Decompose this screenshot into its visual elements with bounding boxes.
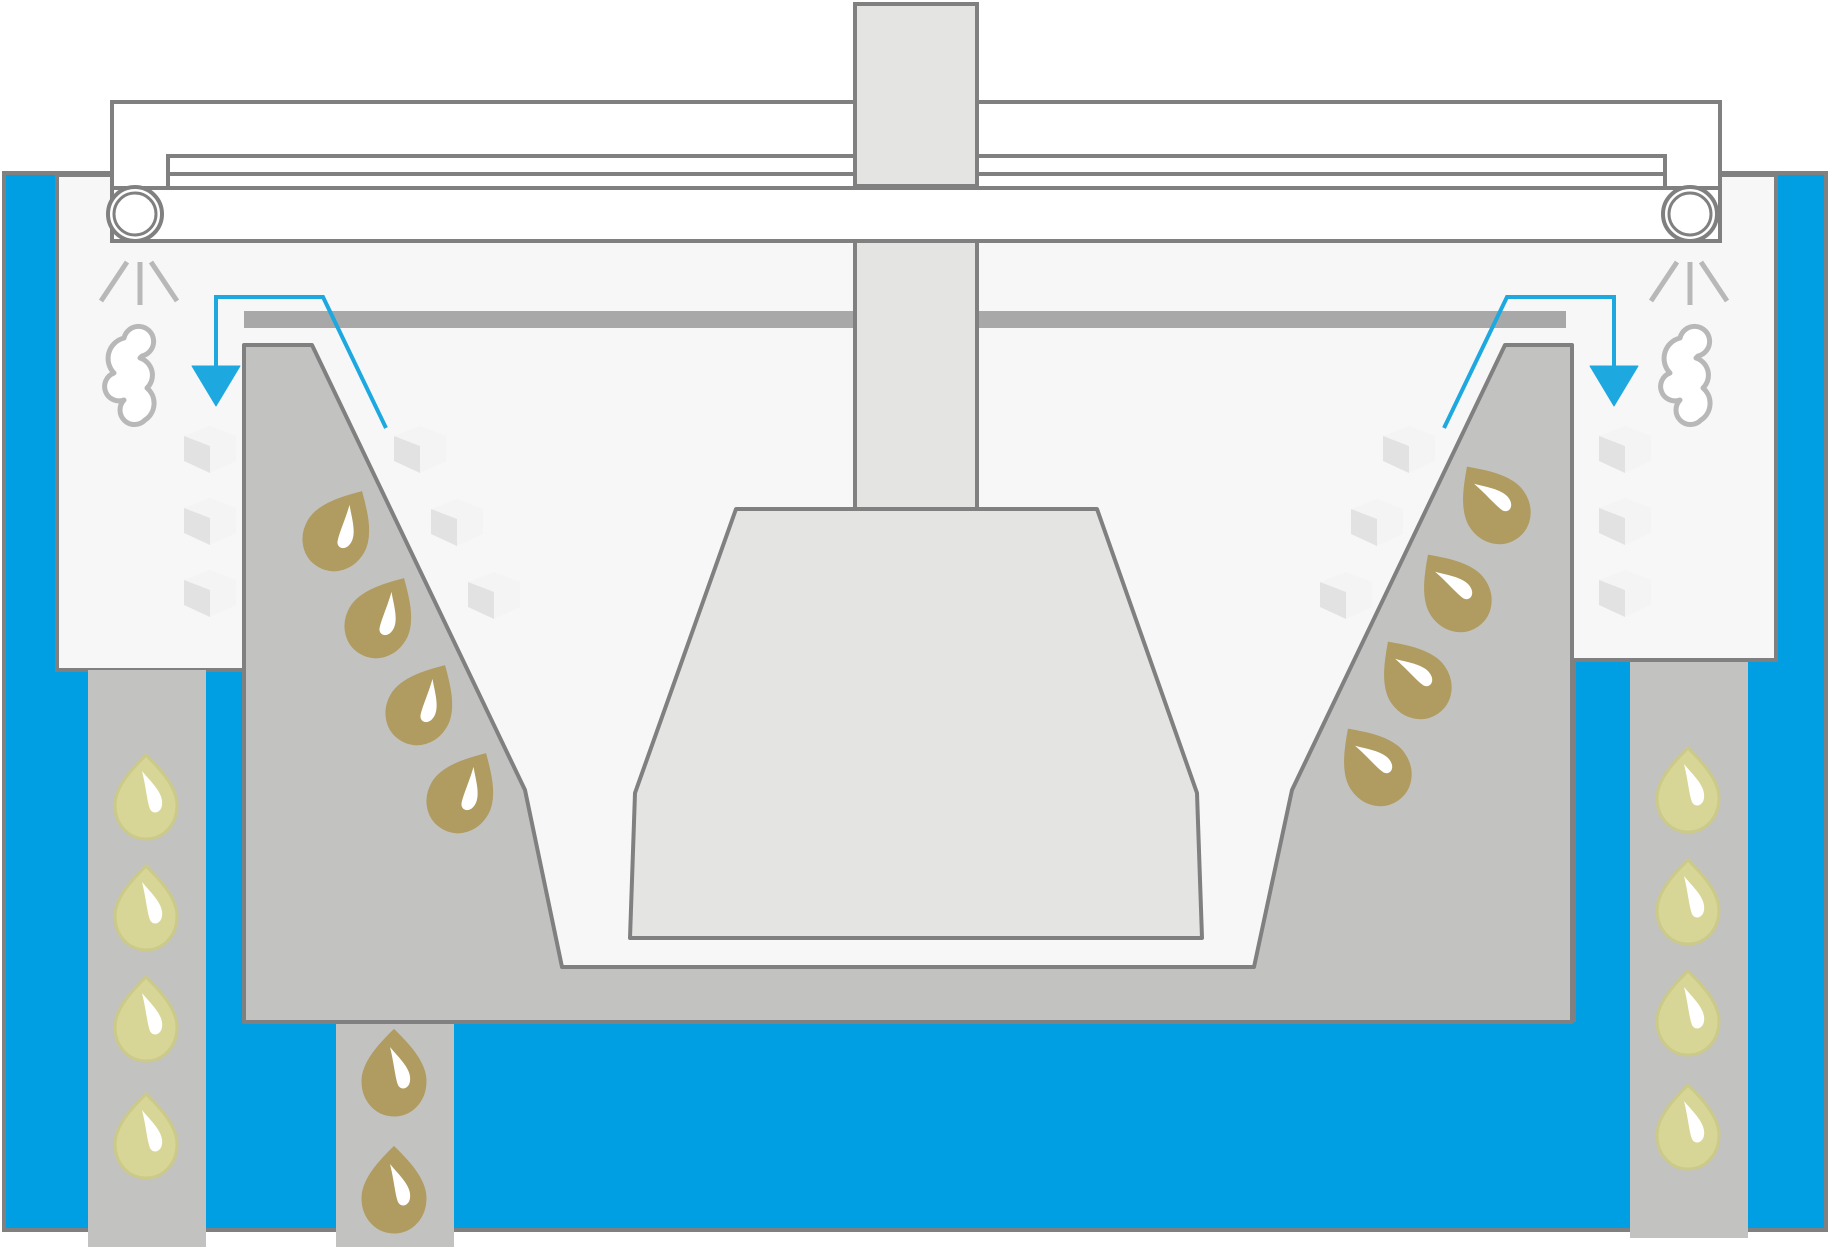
seed-drop-icon bbox=[1424, 554, 1492, 633]
seed-drop-icon bbox=[1384, 641, 1452, 720]
seed-drop-icon bbox=[1655, 968, 1721, 1057]
sugar-cubes bbox=[184, 426, 1651, 619]
seed-drop-icon bbox=[113, 1091, 179, 1180]
seed-drop-icon bbox=[302, 491, 370, 572]
roller-left bbox=[106, 185, 164, 243]
sugar-cube-icon bbox=[1351, 499, 1403, 546]
seed-drop-icon bbox=[344, 578, 412, 659]
feed-arrow-right bbox=[1589, 365, 1639, 407]
seed-drop-icon bbox=[113, 752, 179, 841]
sugar-cube-icon bbox=[184, 570, 236, 617]
rotor-core bbox=[628, 507, 1204, 940]
sugar-cube-icon bbox=[431, 499, 483, 546]
sugar-cube-icon bbox=[1599, 426, 1651, 473]
seed-drop-icon bbox=[361, 1028, 427, 1117]
conveyor-belt bbox=[110, 186, 1722, 243]
spray-lines-icon-left bbox=[98, 260, 180, 305]
seed-drop-icon bbox=[361, 1145, 427, 1234]
sugar-cube-icon bbox=[394, 426, 446, 473]
seed-drop-icon bbox=[1463, 466, 1531, 545]
seed-drop-icon bbox=[426, 753, 494, 834]
feed-line-left bbox=[214, 295, 388, 429]
shaft-upper bbox=[853, 2, 979, 188]
seed-drop-icon bbox=[1655, 745, 1721, 834]
steam-icon-left bbox=[102, 323, 157, 427]
feed-arrow-left bbox=[191, 365, 241, 407]
roller-right bbox=[1661, 185, 1719, 243]
seed-drops bbox=[113, 466, 1721, 1234]
seed-drop-icon bbox=[385, 665, 453, 746]
spray-lines-icon-right bbox=[1648, 260, 1730, 305]
seed-drop-icon bbox=[1655, 1082, 1721, 1171]
sugar-cube-icon bbox=[184, 498, 236, 545]
feed-line-right bbox=[1442, 295, 1616, 429]
sugar-cube-icon bbox=[468, 572, 520, 619]
sugar-cube-icon bbox=[1383, 426, 1435, 473]
basket-body bbox=[242, 343, 1574, 1024]
sugar-cube-icon bbox=[1599, 570, 1651, 617]
seed-drop-icon bbox=[113, 863, 179, 952]
sugar-cube-icon bbox=[1599, 498, 1651, 545]
sugar-cube-icon bbox=[1320, 572, 1372, 619]
seed-drop-icon bbox=[113, 974, 179, 1063]
sugar-cube-icon bbox=[184, 426, 236, 473]
seed-drop-icon bbox=[1344, 728, 1412, 807]
steam-icon-right bbox=[1658, 323, 1713, 427]
shaft-lower bbox=[853, 239, 979, 511]
seed-drop-icon bbox=[1655, 857, 1721, 946]
